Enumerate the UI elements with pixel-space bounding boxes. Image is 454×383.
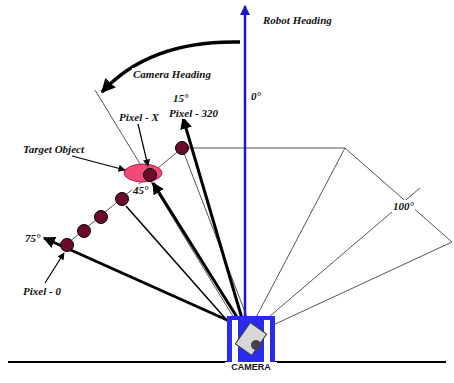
camera-heading-arrow <box>102 42 240 92</box>
pixel-label: Pixel - 320 <box>168 107 219 119</box>
camera-icon <box>227 316 275 362</box>
camera-caption: CAMERA <box>225 362 277 372</box>
target-label: Target Object <box>22 143 85 155</box>
camera-box: CAMERA <box>225 316 277 372</box>
angle-label: 100° <box>392 200 415 212</box>
angle-label: 0° <box>250 90 262 102</box>
angle-label: 15° <box>172 92 189 104</box>
angle-label: 75° <box>24 232 41 244</box>
pixel-label: Pixel - X <box>118 111 160 123</box>
pixel-dots <box>61 142 189 252</box>
heading-label: Robot Heading <box>262 14 333 26</box>
fov-fan <box>182 148 452 332</box>
angle-label: 45° <box>132 184 149 196</box>
pixel-label: Pixel - 0 <box>22 285 62 297</box>
robot-heading-arrow <box>244 6 247 318</box>
heading-label: Camera Heading <box>132 68 212 80</box>
target-object <box>124 164 162 182</box>
ray-45 <box>126 206 232 326</box>
